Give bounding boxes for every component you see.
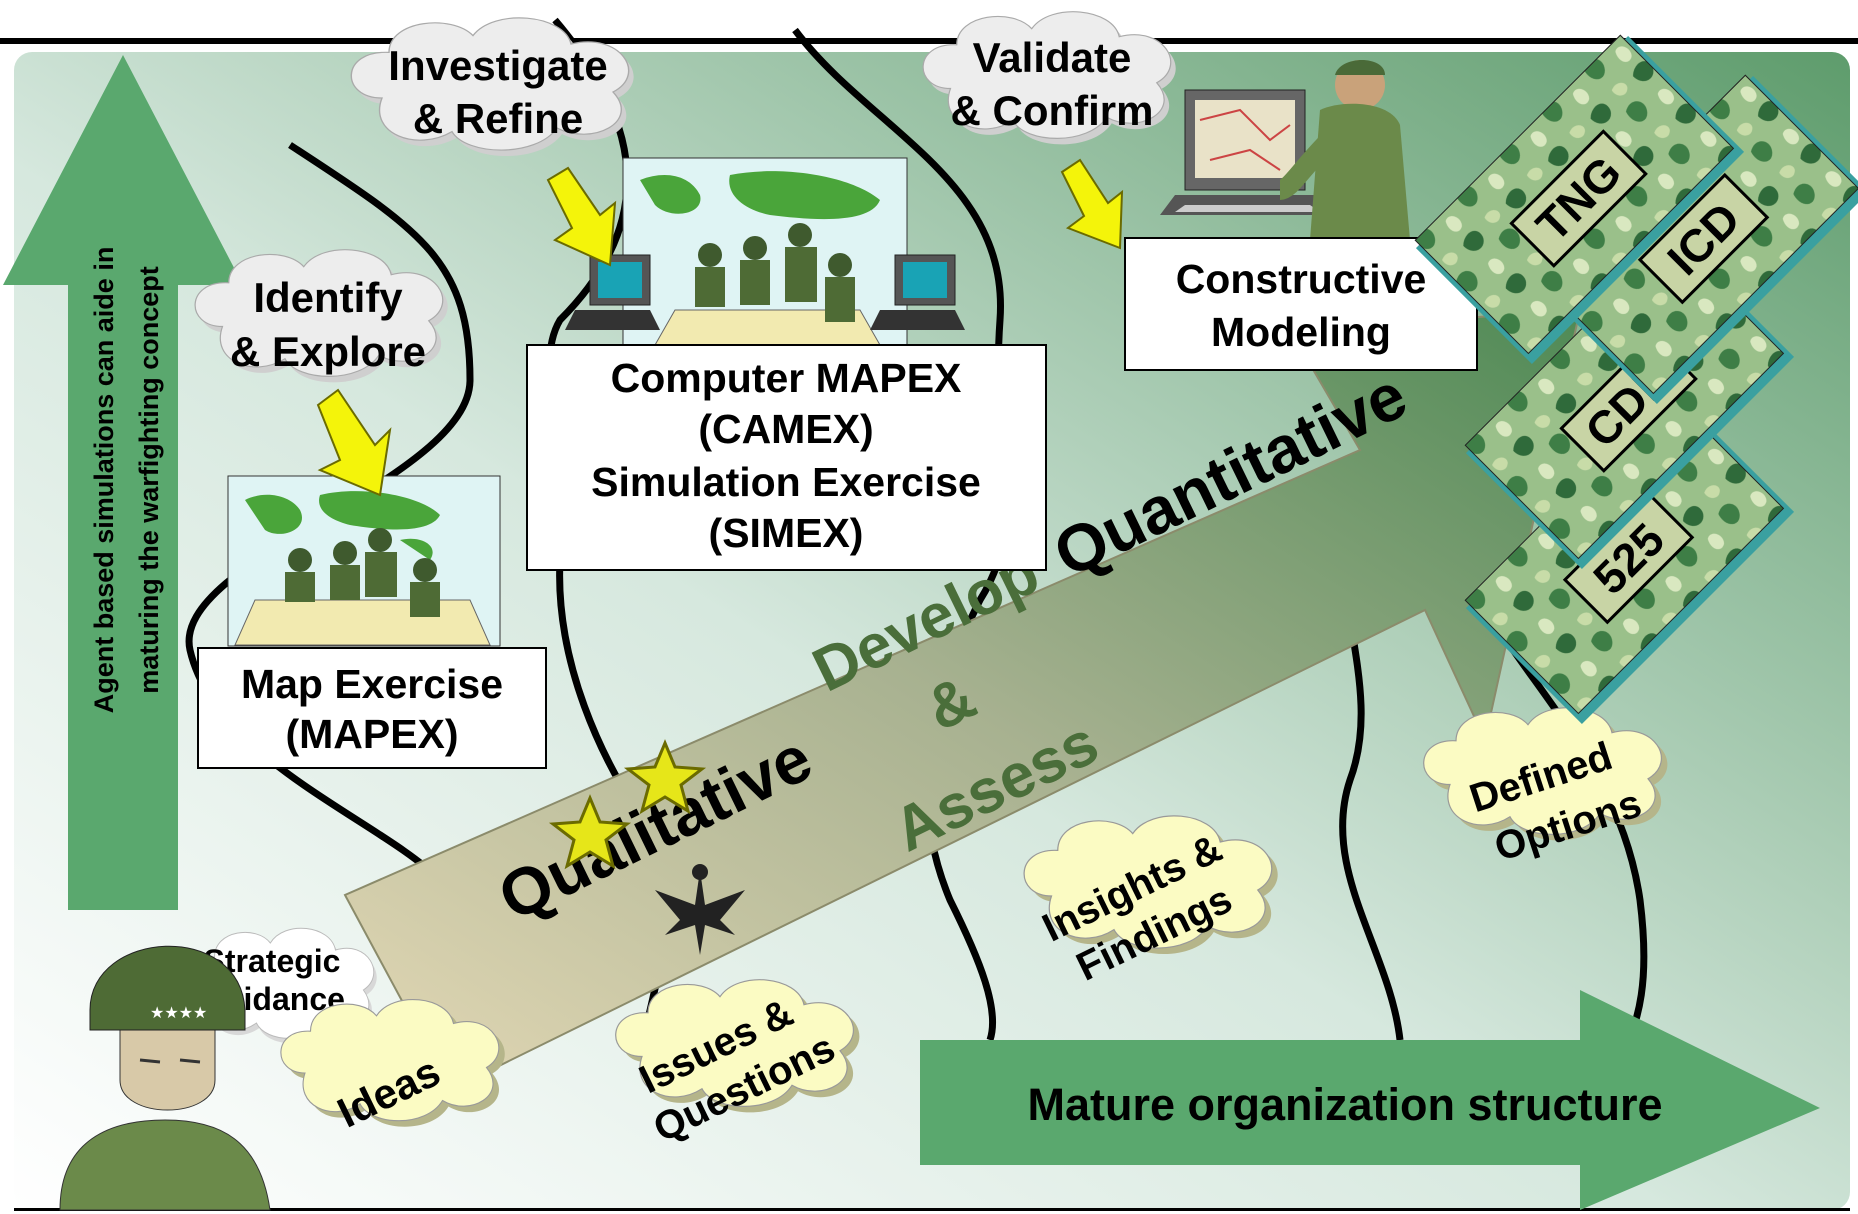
map-exercise-illustration <box>227 475 501 647</box>
vertical-green-arrow <box>3 55 243 910</box>
validate-cloud: Validate & Confirm <box>922 11 1176 145</box>
camex-line-2: (CAMEX) <box>698 406 873 452</box>
star-icon-2 <box>623 739 707 815</box>
validate-line-1: Validate <box>973 34 1132 81</box>
bottom-green-arrow <box>920 990 1820 1210</box>
camex-line-4: (SIMEX) <box>709 510 864 556</box>
vertical-arrow-text-2: maturing the warfighting concept <box>134 266 164 694</box>
camex-line-1: Computer MAPEX <box>611 355 962 401</box>
identify-cloud: Identify & Explore <box>194 249 448 383</box>
map-exercise-box <box>197 647 547 769</box>
investigate-line-1: Investigate <box>388 42 607 89</box>
ideas-bubble: Ideas <box>280 998 505 1137</box>
bottom-arrow-label: Mature organization structure <box>1027 1079 1662 1130</box>
strategic-guidance-cloud: Strategic Guidance <box>189 927 377 1044</box>
top-rule <box>0 38 1858 44</box>
document-card-icd: ICD <box>1539 74 1858 405</box>
validate-line-2: & Confirm <box>951 87 1154 134</box>
develop-assess-arrow <box>343 308 1582 1092</box>
camex-line-3: Simulation Exercise <box>591 459 981 505</box>
svg-text:★★★★: ★★★★ <box>150 1005 207 1022</box>
vertical-arrow-text-1: Agent based simulations can aide in <box>89 247 119 714</box>
identify-line-2: & Explore <box>230 328 426 375</box>
identify-pointer-arrow <box>316 388 392 497</box>
camex-illustration <box>565 157 965 349</box>
identify-line-1: Identify <box>253 274 403 321</box>
camex-box <box>526 344 1047 571</box>
bottom-rule <box>14 1208 1850 1211</box>
general-soldier-illustration: ★★★★ <box>59 945 271 1211</box>
investigate-pointer-arrow <box>546 166 617 267</box>
constructive-modeling-box <box>1124 237 1478 371</box>
issues-bubble: Issues & Questions <box>615 979 860 1151</box>
validate-pointer-arrow <box>1060 158 1124 250</box>
investigate-cloud: Investigate & Refine <box>350 17 634 157</box>
constructive-line-2: Modeling <box>1211 309 1391 355</box>
document-card-525: 525 <box>1464 394 1795 725</box>
constructive-modeling-illustration <box>1160 60 1410 240</box>
map-exercise-line-2: (MAPEX) <box>285 711 458 757</box>
investigate-line-2: & Refine <box>413 95 583 142</box>
document-card-tng: TNG <box>1414 34 1745 365</box>
eagle-insignia-icon <box>655 864 745 955</box>
star-icon-1 <box>548 794 632 870</box>
constructive-line-1: Constructive <box>1176 256 1427 302</box>
map-exercise-line-1: Map Exercise <box>241 661 503 707</box>
